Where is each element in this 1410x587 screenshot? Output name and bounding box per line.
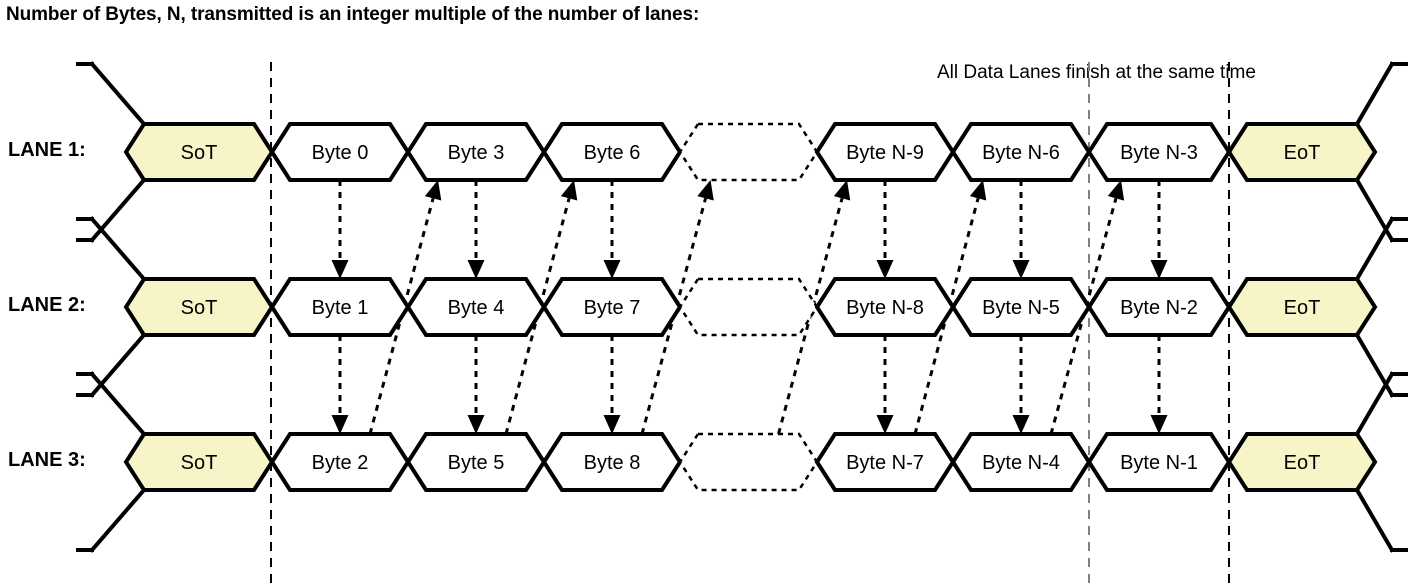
- lane-3-cell-byte-7[interactable]: Byte N-1: [1086, 432, 1232, 492]
- lane-2-cell-byte-1[interactable]: Byte 1: [269, 277, 411, 337]
- down-arrow-c5-l2: [876, 335, 894, 434]
- cell-label: EoT: [1284, 142, 1321, 164]
- cell-label: SoT: [181, 297, 218, 319]
- lane-1-cell-sot-0[interactable]: SoT: [123, 122, 275, 182]
- cell-label: Byte N-8: [846, 297, 924, 319]
- cell-label: EoT: [1284, 297, 1321, 319]
- down-arrow-c6-l1: [1012, 180, 1030, 279]
- lane-3-cell-eot-8[interactable]: EoT: [1226, 432, 1378, 492]
- cell-label: SoT: [181, 142, 218, 164]
- lane-3-cell-byte-3[interactable]: Byte 8: [541, 432, 683, 492]
- cell-label: Byte N-1: [1120, 452, 1198, 474]
- cell-label: Byte N-3: [1120, 142, 1198, 164]
- cell-label: Byte 1: [312, 297, 369, 319]
- lane-3-cell-byte-6[interactable]: Byte N-4: [950, 432, 1092, 492]
- cell-label: Byte 2: [312, 452, 369, 474]
- cell-label: Byte 3: [448, 142, 505, 164]
- page-title: Number of Bytes, N, transmitted is an in…: [6, 4, 700, 25]
- lane-label-3: LANE 3:: [8, 449, 86, 471]
- down-arrow-c7-l1: [1150, 180, 1168, 279]
- lane-2-cell-eot-8[interactable]: EoT: [1226, 277, 1378, 337]
- lane-2-cell-byte-7[interactable]: Byte N-2: [1086, 277, 1232, 337]
- lane-1-cell-byte-5[interactable]: Byte N-9: [814, 122, 956, 182]
- finish-annotation: All Data Lanes finish at the same time: [937, 62, 1256, 83]
- cell-label: Byte 5: [448, 452, 505, 474]
- down-arrow-c5-l1: [876, 180, 894, 279]
- cell-label: Byte N-5: [982, 297, 1060, 319]
- lane-1-cell-byte-6[interactable]: Byte N-6: [950, 122, 1092, 182]
- flow-arrow-group: [331, 180, 1168, 435]
- lane-1-cell-byte-3[interactable]: Byte 6: [541, 122, 683, 182]
- down-arrow-c7-l2: [1150, 335, 1168, 434]
- cell-label: Byte N-4: [982, 452, 1060, 474]
- lane-3-cell-sot-0[interactable]: SoT: [123, 432, 275, 492]
- cell-label: Byte 7: [584, 297, 641, 319]
- down-arrow-c6-l2: [1012, 335, 1030, 434]
- cell-label: Byte N-6: [982, 142, 1060, 164]
- down-arrow-c1-l1: [331, 180, 349, 279]
- signal-fan-lane-3: [76, 371, 1408, 553]
- lane-label-2: LANE 2:: [8, 294, 86, 316]
- lane-3-cell-byte-5[interactable]: Byte N-7: [814, 432, 956, 492]
- lane-2-cell-byte-3[interactable]: Byte 7: [541, 277, 683, 337]
- down-arrow-c1-l2: [331, 335, 349, 434]
- lane-2-cell-gap-4[interactable]: [678, 277, 819, 337]
- lane-2-cell-byte-6[interactable]: Byte N-5: [950, 277, 1092, 337]
- cell-label: Byte 8: [584, 452, 641, 474]
- lane-1-cell-gap-4[interactable]: [678, 122, 819, 182]
- down-arrow-c3-l2: [603, 335, 621, 434]
- lane-1-cell-eot-8[interactable]: EoT: [1226, 122, 1378, 182]
- lane-2-cell-sot-0[interactable]: SoT: [123, 277, 275, 337]
- down-arrow-c2-l2: [467, 335, 485, 434]
- cell-label: Byte N-2: [1120, 297, 1198, 319]
- lane-2-cell-byte-2[interactable]: Byte 4: [405, 277, 547, 337]
- lane-3-cell-byte-2[interactable]: Byte 5: [405, 432, 547, 492]
- cell-label: Byte N-9: [846, 142, 924, 164]
- cell-label: Byte 0: [312, 142, 369, 164]
- down-arrow-c2-l1: [467, 180, 485, 279]
- cell-label: Byte 6: [584, 142, 641, 164]
- down-arrow-c3-l1: [603, 180, 621, 279]
- cell-label: Byte N-7: [846, 452, 924, 474]
- cell-label: EoT: [1284, 452, 1321, 474]
- lane-1-cell-byte-1[interactable]: Byte 0: [269, 122, 411, 182]
- lane-1-cell-byte-2[interactable]: Byte 3: [405, 122, 547, 182]
- lane-2-cell-byte-5[interactable]: Byte N-8: [814, 277, 956, 337]
- lane-1-cell-byte-7[interactable]: Byte N-3: [1086, 122, 1232, 182]
- lane-3-cell-gap-4[interactable]: [678, 432, 819, 492]
- cell-label: SoT: [181, 452, 218, 474]
- cell-label: Byte 4: [448, 297, 505, 319]
- lane-label-1: LANE 1:: [8, 139, 86, 161]
- lane-3-cell-byte-1[interactable]: Byte 2: [269, 432, 411, 492]
